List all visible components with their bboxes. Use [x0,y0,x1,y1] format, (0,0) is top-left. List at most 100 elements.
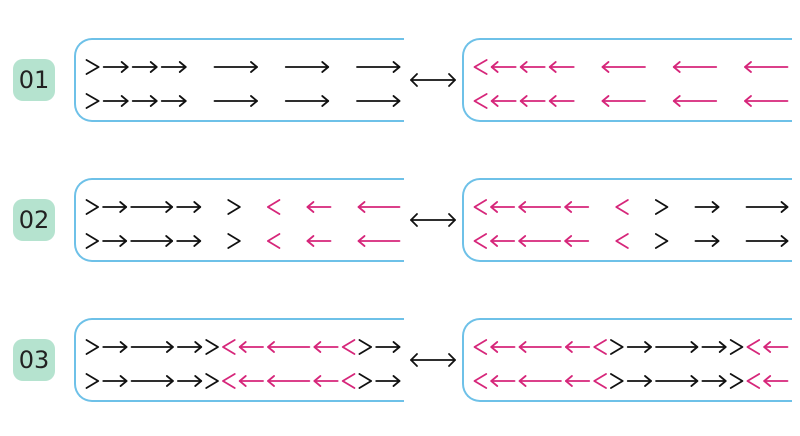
left-sequence-line-1 [85,339,401,355]
right-sequence-line-1 [473,59,789,75]
right-sequence-text: <←⟵←<>→⟶→><← [464,320,465,321]
right-arrow-icon [694,235,720,247]
right-arrow-icon [284,61,330,73]
left-chev-icon [266,199,281,215]
right-sequence-line-2 [473,373,789,389]
left-sequence-box: >→→→ ⟶ ⟶ ⟶ [74,38,404,122]
left-arrow-icon [267,341,311,353]
right-arrow-icon [356,61,401,73]
right-chev-icon [227,199,241,215]
right-arrow-icon [130,201,174,213]
left-arrow-icon [564,201,590,213]
right-chev-icon [85,373,100,389]
right-arrow-icon [745,201,789,213]
left-chev-icon [473,199,488,215]
left-arrow-icon [490,341,516,353]
right-arrow-icon [176,235,202,247]
row-number-badge: 03 [13,339,55,381]
left-arrow-icon [490,201,516,213]
left-chev-icon [473,339,488,355]
right-sequence-box: <←⟵← < > → ⟶ [462,178,792,262]
left-arrow-icon [763,341,789,353]
left-arrow-icon [306,235,332,247]
right-chev-icon [205,339,219,355]
right-chev-icon [227,233,241,249]
right-chev-icon [85,93,100,109]
left-arrow-icon [238,341,264,353]
right-chev-icon [358,373,373,389]
left-arrow-icon [490,235,516,247]
right-arrow-icon [102,95,129,107]
left-arrow-icon [548,95,575,107]
left-sequence-line-2 [85,233,401,249]
right-arrow-icon [130,375,174,387]
right-arrow-icon [177,375,203,387]
right-chev-icon [85,59,100,75]
right-arrow-icon [626,375,652,387]
left-chev-icon [222,339,236,355]
right-arrow-icon [284,95,330,107]
left-sequence-text: >→⟶→ > < ← ⟵ [76,180,77,181]
right-chev-icon [729,373,744,389]
left-chev-icon [222,373,236,389]
left-arrow-icon [565,341,591,353]
right-arrow-icon [102,341,128,353]
right-sequence-text: <←←← ⟵ ⟵ ⟵ [464,40,465,41]
right-arrow-icon [131,95,158,107]
right-chev-icon [610,373,624,389]
left-chev-icon [593,339,607,355]
left-arrow-icon [238,375,264,387]
right-arrow-icon [102,375,128,387]
right-arrow-icon [102,235,128,247]
right-arrow-icon [160,61,187,73]
left-sequence-line-2 [85,373,401,389]
right-arrow-icon [130,341,174,353]
left-arrow-icon [601,95,646,107]
right-sequence-box: <←⟵←<>→⟶→><← [462,318,792,402]
left-sequence-box: >→⟶→><←⟵←<>→ [74,318,404,402]
left-chev-icon [266,233,281,249]
left-arrow-icon [744,61,789,73]
right-arrow-icon [130,235,174,247]
right-chev-icon [729,339,744,355]
left-arrow-icon [519,61,546,73]
left-chev-icon [615,199,629,215]
right-arrow-icon [745,235,789,247]
left-arrow-icon [313,375,339,387]
right-arrow-icon [160,95,187,107]
left-arrow-icon [306,201,332,213]
left-chev-icon [341,339,356,355]
left-chev-icon [473,233,488,249]
right-sequence-box: <←←← ⟵ ⟵ ⟵ [462,38,792,122]
left-arrow-icon [548,61,575,73]
left-arrow-icon [672,95,718,107]
right-chev-icon [85,339,100,355]
left-arrow-icon [518,341,562,353]
left-chev-icon [473,59,488,75]
right-arrow-icon [375,341,401,353]
left-arrow-icon [564,235,590,247]
right-arrow-icon [176,201,202,213]
left-arrow-icon [518,375,562,387]
right-arrow-icon [131,61,158,73]
right-arrow-icon [177,341,203,353]
right-arrow-icon [356,95,401,107]
left-arrow-icon [518,201,562,213]
right-chev-icon [85,199,100,215]
right-arrow-icon [655,341,699,353]
left-chev-icon [746,339,761,355]
left-arrow-icon [357,235,401,247]
left-arrow-icon [490,375,516,387]
left-chev-icon [746,373,761,389]
right-sequence-line-1 [473,339,789,355]
left-sequence-box: >→⟶→ > < ← ⟵ [74,178,404,262]
right-chev-icon [610,339,624,355]
right-arrow-icon [701,341,727,353]
left-sequence-line-1 [85,199,401,215]
right-chev-icon [85,233,100,249]
right-arrow-icon [626,341,652,353]
right-chev-icon [654,199,669,215]
left-chev-icon [593,373,607,389]
left-chev-icon [615,233,629,249]
